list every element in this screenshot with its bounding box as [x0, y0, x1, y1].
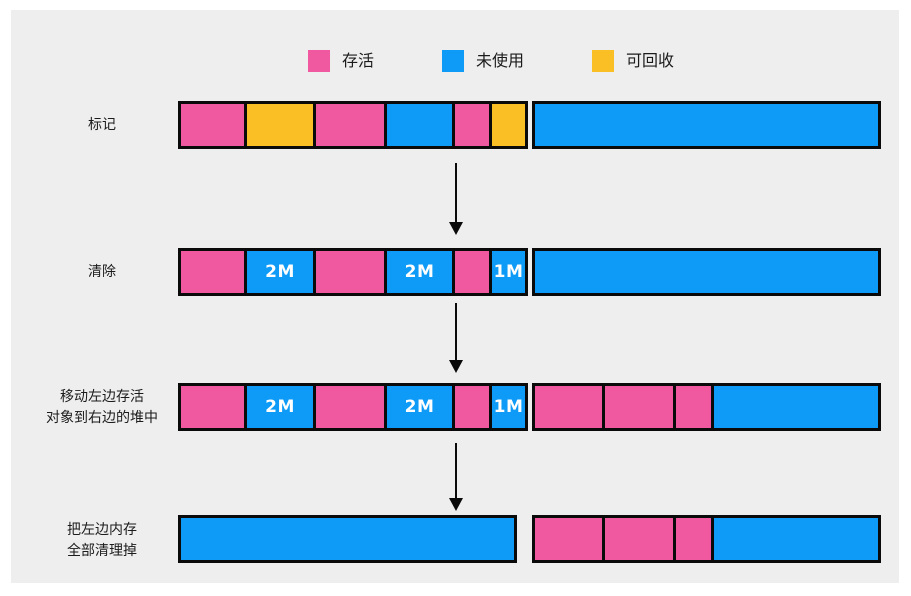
- memory-block-alive: [455, 386, 489, 428]
- row-label-mark: 标记: [22, 115, 182, 136]
- memory-block-recyclable: [247, 104, 313, 146]
- memory-block-alive: [455, 251, 489, 293]
- arrow-shaft: [455, 303, 457, 361]
- memory-block-size-label: 2M: [404, 261, 435, 282]
- row-label-move-alive-objects: 移动左边存活对象到右边的堆中: [22, 387, 182, 429]
- arrow-head: [449, 360, 463, 373]
- memory-block-unused: [387, 104, 452, 146]
- row-label-line: 标记: [88, 117, 116, 133]
- arrow-shaft: [455, 443, 457, 499]
- legend-label-alive: 存活: [342, 51, 375, 70]
- row-label-line: 对象到右边的堆中: [46, 410, 158, 426]
- row-label-line: 把左边内存: [67, 522, 137, 538]
- memory-block-alive: [605, 386, 673, 428]
- arrow-head: [449, 222, 463, 235]
- row-label-line: 全部清理掉: [67, 543, 137, 559]
- memory-block-alive: [676, 386, 711, 428]
- memory-block-unused: 2M: [247, 386, 313, 428]
- memory-block-unused: 1M: [492, 386, 525, 428]
- memory-block-unused: [714, 386, 878, 428]
- memory-block-size-label: 1M: [493, 396, 524, 417]
- legend-swatch-alive-icon: [308, 50, 330, 72]
- right-heap-move-alive-objects: [532, 383, 881, 431]
- arrow-sweep-to-move-icon: [449, 303, 463, 373]
- memory-block-unused: [181, 518, 514, 560]
- memory-block-size-label: 1M: [493, 261, 524, 282]
- memory-block-alive: [316, 251, 384, 293]
- row-label-sweep: 清除: [22, 262, 182, 283]
- row-label-line: 清除: [88, 264, 116, 280]
- left-heap-sweep: 2M 2M 1M: [178, 248, 528, 296]
- legend-swatch-unused-icon: [442, 50, 465, 72]
- memory-block-size-label: 2M: [404, 396, 435, 417]
- legend-label-recyclable: 可回收: [626, 51, 675, 70]
- memory-block-alive: [316, 104, 384, 146]
- memory-block-unused: [714, 518, 878, 560]
- legend-item-alive: 存活: [308, 50, 374, 72]
- memory-block-alive: [181, 104, 244, 146]
- left-heap-mark: [178, 101, 528, 149]
- legend-item-unused: 未使用: [442, 50, 524, 72]
- memory-block-recyclable: [492, 104, 525, 146]
- legend: 存活 未使用 可回收: [308, 49, 674, 73]
- memory-block-alive: [535, 386, 602, 428]
- memory-block-alive: [676, 518, 711, 560]
- arrow-move-to-clear-icon: [449, 443, 463, 511]
- memory-block-unused: 2M: [387, 251, 452, 293]
- left-heap-clear-left-memory: [178, 515, 517, 563]
- memory-block-alive: [535, 518, 602, 560]
- right-heap-sweep: [532, 248, 881, 296]
- memory-block-alive: [181, 386, 244, 428]
- memory-block-unused: 2M: [387, 386, 452, 428]
- arrow-head: [449, 498, 463, 511]
- memory-block-unused: [535, 104, 878, 146]
- row-label-clear-left-memory: 把左边内存全部清理掉: [22, 520, 182, 562]
- left-heap-move-alive-objects: 2M 2M 1M: [178, 383, 528, 431]
- legend-swatch-recyclable-icon: [592, 50, 615, 72]
- row-label-line: 移动左边存活: [60, 389, 144, 405]
- legend-item-recyclable: 可回收: [592, 50, 674, 72]
- memory-block-unused: [535, 251, 878, 293]
- legend-label-unused: 未使用: [476, 51, 525, 70]
- right-heap-mark: [532, 101, 881, 149]
- memory-block-alive: [316, 386, 384, 428]
- arrow-shaft: [455, 163, 457, 223]
- memory-block-size-label: 2M: [265, 261, 295, 282]
- right-heap-clear-left-memory: [532, 515, 881, 563]
- arrow-mark-to-sweep-icon: [449, 163, 463, 235]
- memory-block-unused: 2M: [247, 251, 313, 293]
- memory-block-size-label: 2M: [265, 396, 295, 417]
- memory-block-alive: [605, 518, 673, 560]
- memory-block-alive: [181, 251, 244, 293]
- memory-block-unused: 1M: [492, 251, 525, 293]
- memory-block-alive: [455, 104, 489, 146]
